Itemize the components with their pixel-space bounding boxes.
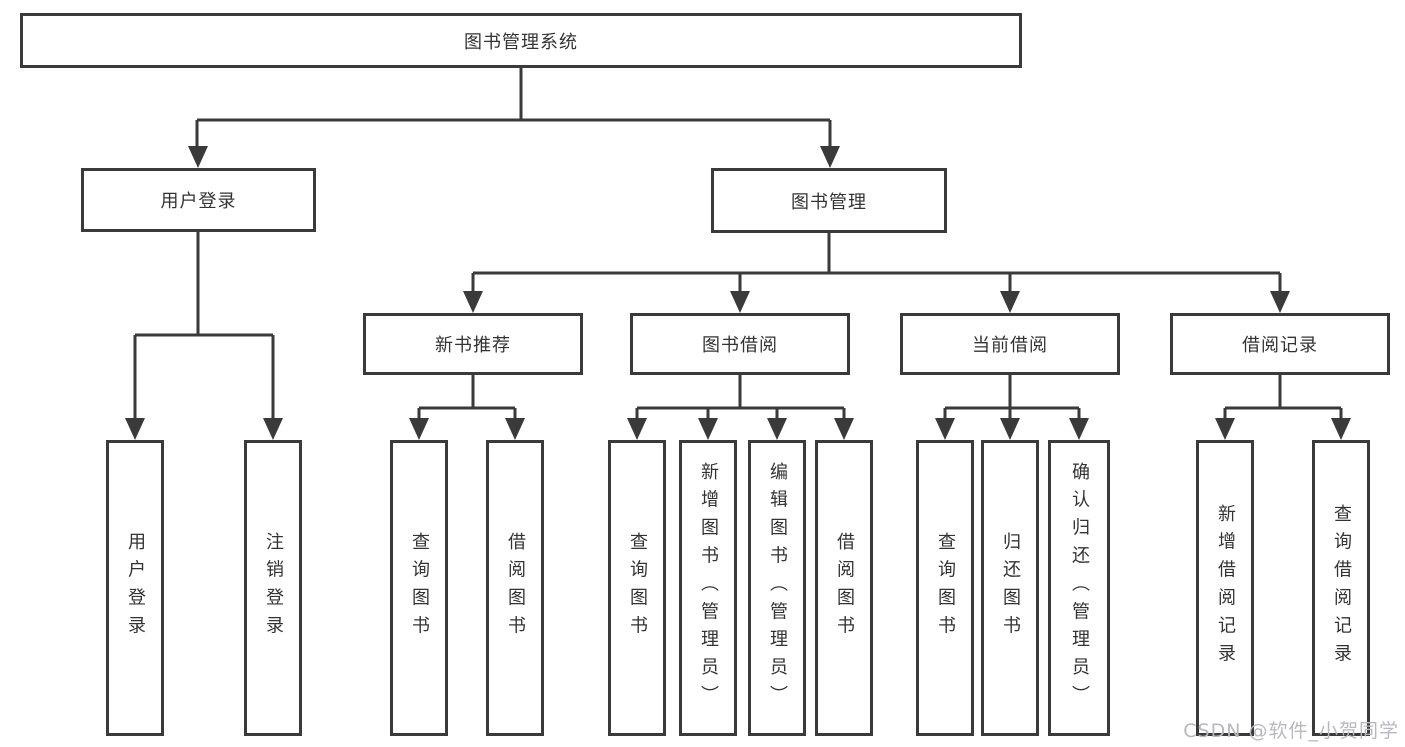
node-user-login: 用户登录 xyxy=(81,168,316,232)
connector-root-to-level2 xyxy=(195,68,832,150)
node-book-management: 图书管理 xyxy=(711,168,947,233)
leaf-logout: 注销登录 xyxy=(244,440,302,736)
leaf-query-books-recommend: 查询图书 xyxy=(390,440,448,736)
connector-book-mgmt-branch xyxy=(471,233,1282,294)
leaf-user-login-label: 用户登录 xyxy=(125,532,146,644)
leaf-confirm-return-admin: 确认归还（管理员） xyxy=(1048,440,1110,736)
leaf-query-books-borrow: 查询图书 xyxy=(608,440,666,736)
connector-user-login-branch xyxy=(133,232,275,421)
leaf-add-books-admin-label: 新增图书（管理员） xyxy=(698,462,719,714)
connector-current-borrow-branch xyxy=(943,375,1081,421)
leaf-user-login: 用户登录 xyxy=(106,440,164,736)
leaf-query-books-borrow-label: 查询图书 xyxy=(627,532,648,644)
leaf-confirm-return-admin-label: 确认归还（管理员） xyxy=(1069,462,1090,714)
leaf-return-books: 归还图书 xyxy=(981,440,1039,736)
leaf-borrow-books-recommend: 借阅图书 xyxy=(486,440,544,736)
leaf-query-borrow-record: 查询借阅记录 xyxy=(1312,440,1370,736)
connector-new-book-branch xyxy=(417,375,517,421)
leaf-add-borrow-record-label: 新增借阅记录 xyxy=(1215,504,1236,672)
node-book-borrow: 图书借阅 xyxy=(630,313,850,375)
leaf-edit-books-admin: 编辑图书（管理员） xyxy=(748,440,806,736)
connector-book-borrow-branch xyxy=(635,375,846,421)
leaf-borrow-books-recommend-label: 借阅图书 xyxy=(505,532,526,644)
node-root-system: 图书管理系统 xyxy=(20,13,1022,68)
leaf-return-books-label: 归还图书 xyxy=(1000,532,1021,644)
node-borrow-record: 借阅记录 xyxy=(1170,313,1390,375)
leaf-borrow-books: 借阅图书 xyxy=(815,440,873,736)
leaf-borrow-books-label: 借阅图书 xyxy=(834,532,855,644)
leaf-query-books-recommend-label: 查询图书 xyxy=(409,532,430,644)
leaf-logout-label: 注销登录 xyxy=(263,532,284,644)
leaf-add-books-admin: 新增图书（管理员） xyxy=(679,440,737,736)
node-current-borrow: 当前借阅 xyxy=(900,313,1120,375)
connector-borrow-record-branch xyxy=(1223,375,1343,421)
node-new-book-recommend: 新书推荐 xyxy=(363,313,583,375)
leaf-query-books-current: 查询图书 xyxy=(916,440,974,736)
csdn-watermark: CSDN @软件_小贺同学 xyxy=(1183,720,1399,742)
leaf-query-borrow-record-label: 查询借阅记录 xyxy=(1331,504,1352,672)
leaf-edit-books-admin-label: 编辑图书（管理员） xyxy=(767,462,788,714)
leaf-query-books-current-label: 查询图书 xyxy=(935,532,956,644)
leaf-add-borrow-record: 新增借阅记录 xyxy=(1196,440,1254,736)
